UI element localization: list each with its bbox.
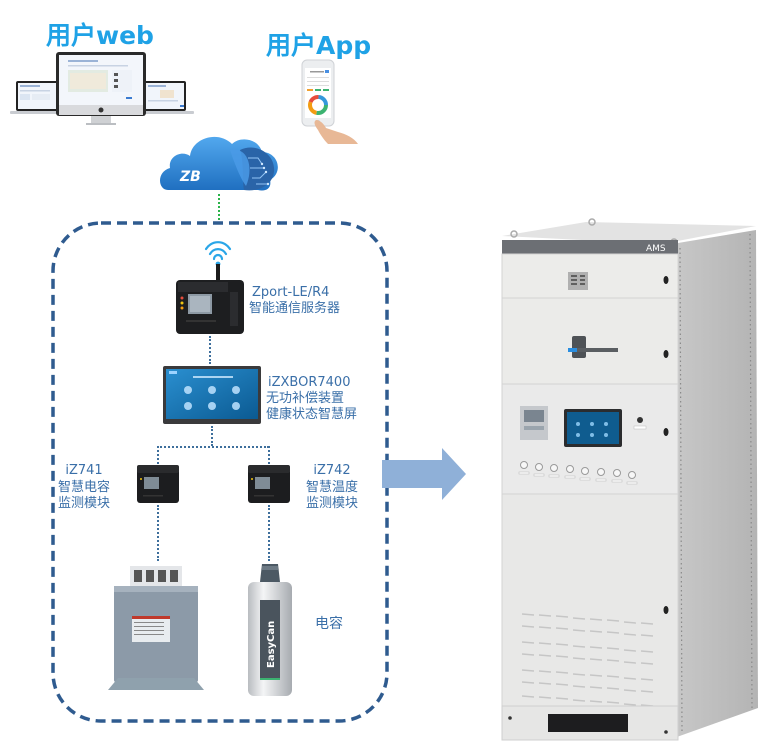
screen-description-line1: 无功补偿装置 [266,391,345,406]
connector-gateway-screen [209,336,211,364]
gateway-model: Zport-LE/R4 [252,285,330,300]
connector-module-left-capacitor [157,505,159,561]
wifi-icon [204,241,232,261]
cloud-icon [160,136,278,191]
hand-icon [314,120,358,144]
indicator-lights [520,461,636,479]
laptop-right-icon [136,81,194,114]
module-left-description-line1: 智慧电容 [57,480,110,495]
gateway-description: 智能通信服务器 [249,301,341,316]
monitor-icon [56,52,146,125]
module-left-model: iZ741 [65,463,103,478]
connector-module-right-capacitor [268,505,270,561]
box-capacitor-icon [108,566,204,690]
connector-screen-bus [211,426,213,446]
ventilation-slots [521,613,654,707]
capacitor-label: 电容 [315,616,343,632]
arrow-right [382,448,466,500]
cloud-platform: ZB [160,136,278,191]
cabinet-brand: AMS [646,244,666,254]
web-devices-illustration [10,52,194,125]
phone-icon [301,59,335,127]
module-right-description-line1: 智慧温度 [305,480,358,495]
mobile-app-illustration [301,59,358,144]
capacitor-box [108,566,204,690]
module-icon [248,465,290,503]
user-app-title: 用户App [266,31,372,60]
gateway-device [176,241,244,334]
module-right-description-line2: 监测模块 [305,496,358,511]
capacitor-brand: EasyCan [266,621,277,668]
connector-bus-left [157,446,159,464]
module-left-description-line2: 监测模块 [57,496,110,511]
cloud-connector [218,194,220,224]
user-web-title: 用户web [46,21,154,50]
laptop-left-icon [10,81,66,114]
compensation-cabinet: AMS [501,218,758,741]
cylinder-capacitor-icon [248,564,292,696]
screen-icon [163,366,261,424]
module-icon [137,465,179,503]
screen-description-line2: 健康状态智慧屏 [266,407,358,422]
connector-bus-right [268,446,270,464]
module-left-device [137,465,179,503]
connector-bus [157,446,269,448]
module-right-device [248,465,290,503]
touch-screen-icon [564,409,622,447]
arrow-right-icon [382,448,466,500]
smart-screen-device [163,366,261,424]
screen-model: iZXBOR7400 [268,375,351,390]
rotary-switch-icon [568,336,618,358]
module-right-model: iZ742 [313,463,351,478]
gateway-icon [176,280,244,334]
controller-icon [520,406,548,440]
capacitor-cylinder: EasyCan [248,564,292,696]
cloud-logo: ZB [179,169,201,185]
